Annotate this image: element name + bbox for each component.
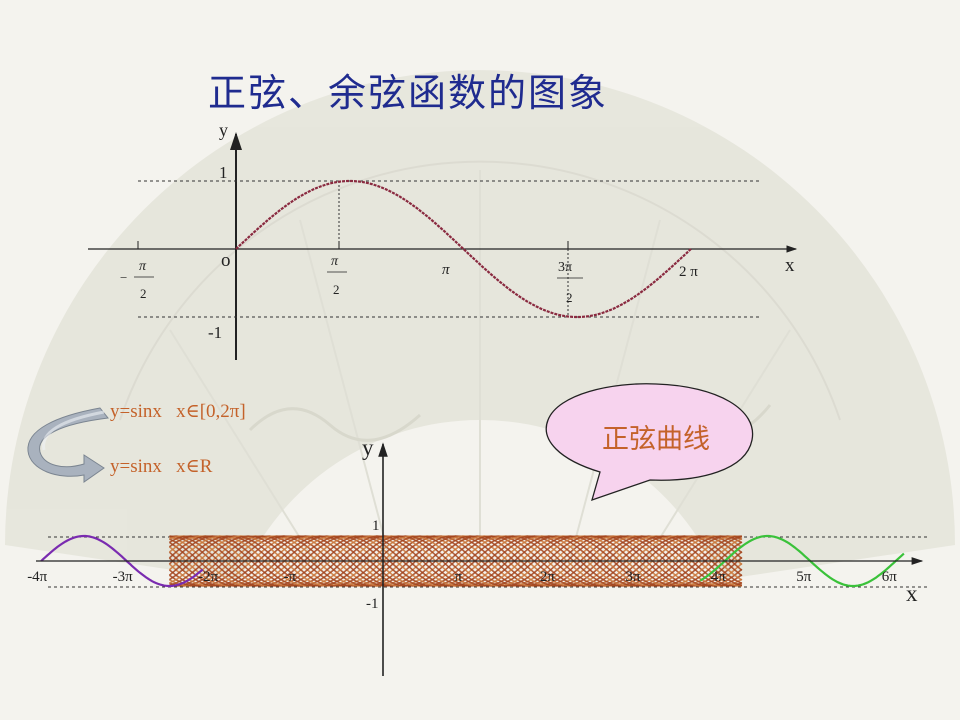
- extend-arrow: [27, 407, 109, 483]
- bottom-y-tick-neg1: -1: [366, 596, 379, 612]
- tick-half-pi-den: 2: [333, 282, 340, 297]
- tick-pi: π: [442, 262, 450, 278]
- bottom-x-tick: 4π: [711, 569, 727, 585]
- bottom-x-tick: 2π: [540, 569, 556, 585]
- equation-interval: y=sinx x∈[0,2π]: [110, 401, 246, 422]
- page-title: 正弦、余弦函数的图象: [208, 71, 609, 115]
- bottom-x-tick: -3π: [113, 569, 133, 585]
- bottom-x-label: x: [906, 581, 918, 606]
- tick-three-half-pi-num: 3π: [558, 260, 572, 275]
- callout-text: 正弦曲线: [602, 424, 710, 455]
- band-curve: [169, 535, 743, 587]
- bottom-x-tick: 5π: [796, 569, 812, 585]
- equation-reals: y=sinx x∈R: [110, 456, 213, 477]
- bottom-graph: y x 1 -1 -4π -3π -2π -π π 2π 3π 4π 5π 6π: [27, 435, 930, 676]
- tick-neg-half-pi-sign: −: [120, 270, 127, 285]
- bottom-x-tick: -2π: [198, 569, 218, 585]
- top-y-label: y: [219, 120, 228, 140]
- bottom-y-tick-1: 1: [372, 518, 380, 534]
- tick-three-half-pi-den: 2: [566, 290, 573, 305]
- top-graph: y x o 1 -1 − π 2 π 2 π 3π 2 2 π: [88, 120, 798, 360]
- top-y-tick-1: 1: [219, 163, 228, 182]
- sine-band: [168, 535, 743, 587]
- tick-half-pi-num: π: [331, 254, 339, 269]
- bottom-sine-right: [699, 534, 905, 588]
- band-curve: [168, 535, 743, 587]
- top-x-label: x: [785, 255, 795, 276]
- top-origin-label: o: [221, 250, 231, 271]
- bottom-x-tick: 3π: [625, 569, 641, 585]
- tick-neg-half-pi-den: 2: [140, 286, 147, 301]
- bottom-x-tick: -4π: [27, 569, 47, 585]
- bottom-x-tick: π: [455, 569, 463, 585]
- tick-two-pi: 2 π: [679, 264, 698, 280]
- bottom-sine-left: [40, 534, 204, 588]
- bottom-x-tick: 6π: [882, 569, 898, 585]
- callout-bubble: [545, 383, 754, 502]
- tick-neg-half-pi-num: π: [139, 259, 147, 274]
- bottom-y-label: y: [362, 435, 374, 460]
- fan-background: [5, 70, 955, 580]
- top-sine-curve: [235, 179, 692, 319]
- band-curve: [168, 535, 742, 587]
- top-y-tick-neg1: -1: [208, 323, 222, 342]
- bottom-x-tick: -π: [284, 569, 297, 585]
